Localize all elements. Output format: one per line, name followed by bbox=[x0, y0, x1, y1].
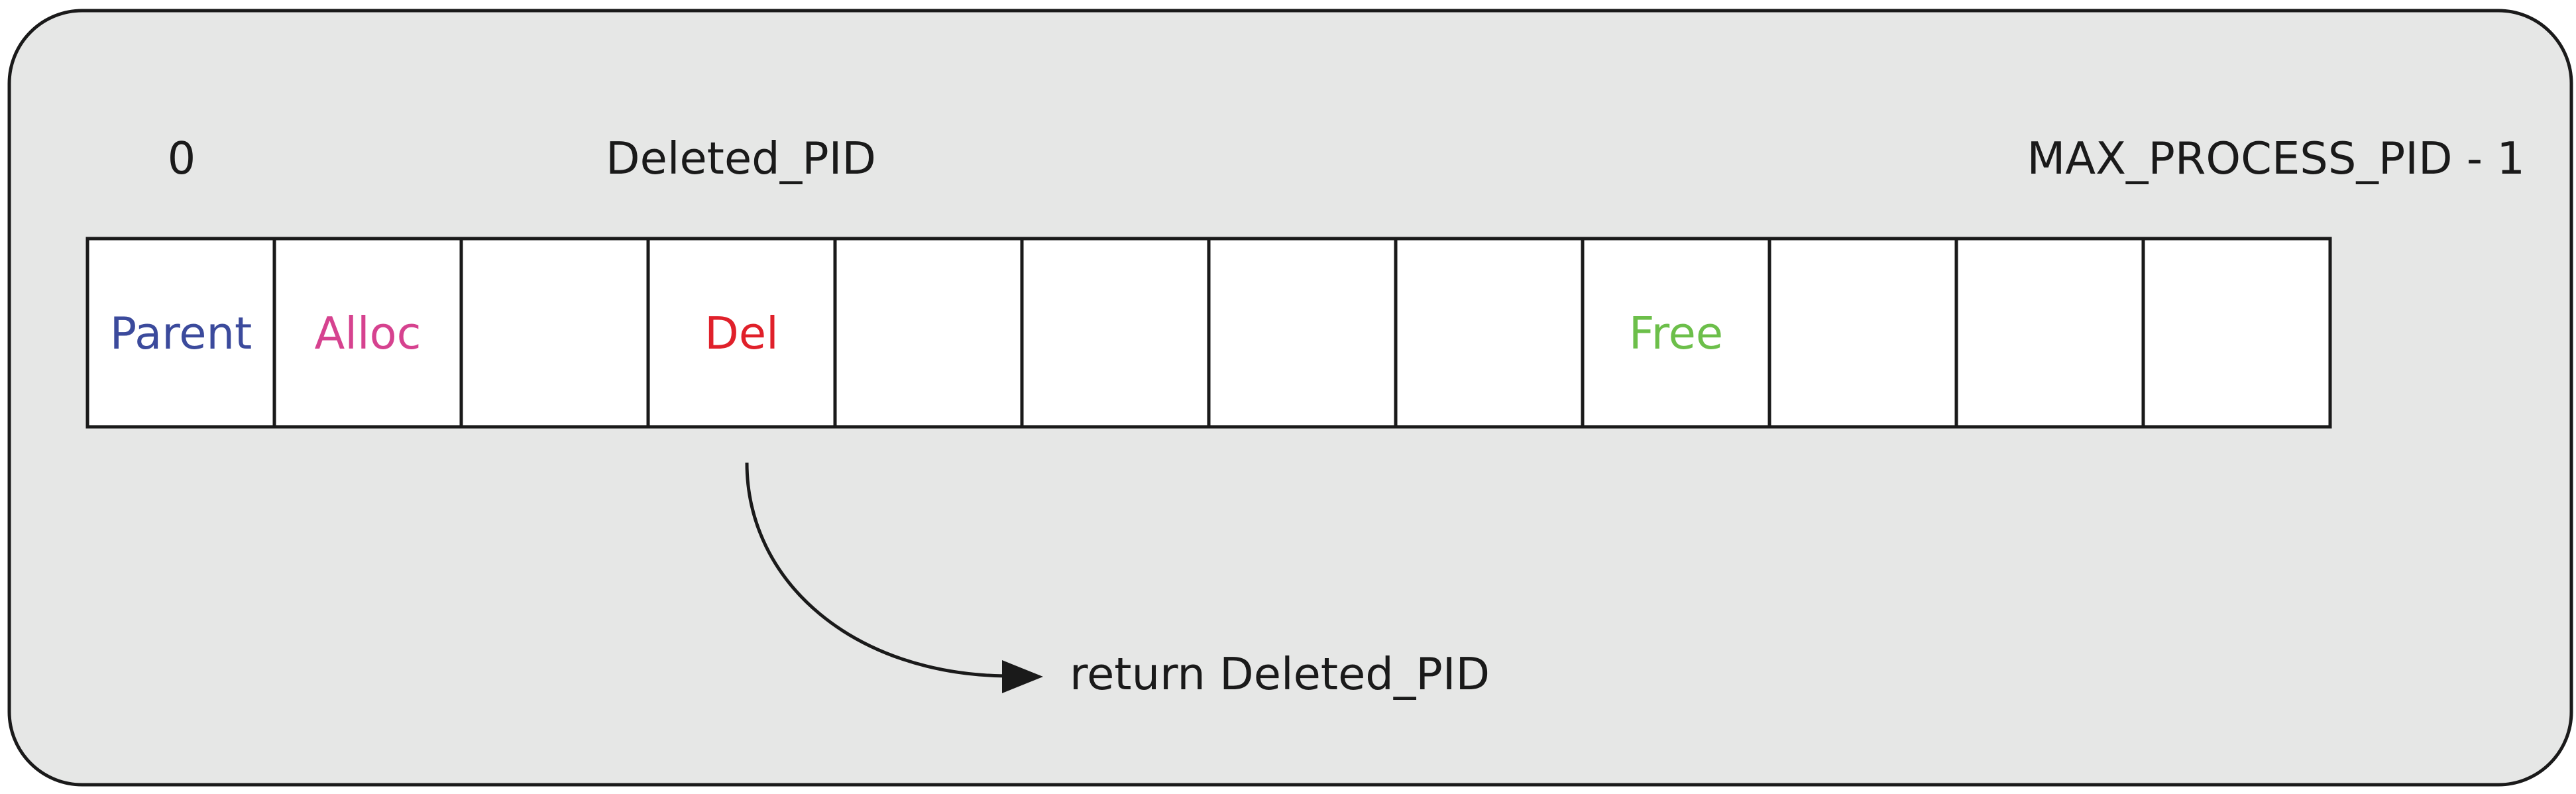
deleted-index-label: Deleted_PID bbox=[606, 133, 876, 184]
pid-cell bbox=[85, 237, 276, 429]
end-index-label: MAX_PROCESS_PID - 1 bbox=[2027, 133, 2525, 184]
pid-cell bbox=[833, 237, 1024, 429]
pid-cell bbox=[272, 237, 463, 429]
pid-cell bbox=[1394, 237, 1585, 429]
pid-cell bbox=[1020, 237, 1211, 429]
pid-cell-label: Free bbox=[1629, 308, 1723, 359]
start-index-label: 0 bbox=[168, 133, 196, 184]
pid-cell bbox=[2141, 237, 2332, 429]
pid-cell bbox=[646, 237, 837, 429]
return-text: return Deleted_PID bbox=[1070, 648, 1490, 700]
pid-cell-label: Alloc bbox=[315, 308, 421, 359]
return-arrow-curve bbox=[745, 462, 1008, 678]
pid-cell bbox=[1581, 237, 1771, 429]
pid-array: Parent Alloc Del Free bbox=[85, 237, 2332, 429]
return-arrowhead bbox=[1002, 660, 1043, 693]
pid-cell bbox=[1207, 237, 1398, 429]
pid-cell-label: Parent bbox=[110, 308, 252, 359]
pid-cell bbox=[1767, 237, 1958, 429]
pid-cell bbox=[1954, 237, 2145, 429]
pid-cell bbox=[459, 237, 650, 429]
pid-cell-label: Del bbox=[704, 308, 778, 359]
